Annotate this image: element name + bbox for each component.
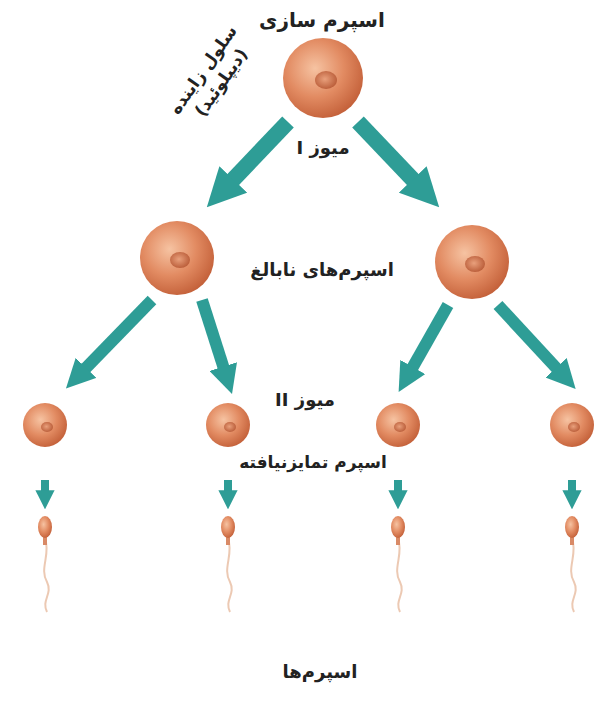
cell-nucleus [224,422,236,432]
spermatid-cell [23,403,67,447]
germ-cell [283,38,363,118]
spermatid-cell [376,403,420,447]
stage-label: اسپرم تمایزنیافته [239,451,387,473]
sperm-head [221,516,235,538]
cell-nucleus [315,71,337,89]
sperm-cell [221,516,235,612]
stage-label: میوز II [275,388,335,411]
cell-nucleus [41,422,53,432]
sperm-head [38,516,52,538]
sperm-tail [397,538,402,612]
differentiation-arrow [41,480,49,494]
division-arrow [228,122,288,185]
sperm-head [391,516,405,538]
stage-label: اسپرم‌های نابالغ [250,258,394,281]
differentiation-arrow [568,480,576,494]
sperm-tail [44,538,49,612]
stage-label: اسپرم‌ها [283,660,358,683]
sperm-tail [571,538,576,612]
spermatid-cell [206,403,250,447]
division-arrow [202,300,225,372]
sperm-head [565,516,579,538]
figure-title: اسپرم سازی [259,7,385,33]
spermatid-cell [550,403,594,447]
sperm-tail [227,538,232,612]
cell-nucleus [568,422,580,432]
cell-nucleus [394,422,406,432]
cell-nucleus [465,256,485,272]
cell-nucleus [170,252,190,268]
division-arrow [82,300,152,372]
immature-cell [140,221,214,295]
stage-label: میوز I [296,136,349,159]
division-arrow [358,122,418,185]
sperm-cell [38,516,52,612]
cell-label: سلول زاینده (دیپلوئید) [159,14,264,138]
division-arrow [498,305,560,372]
differentiation-arrow [224,480,232,494]
sperm-cell [391,516,405,612]
division-arrow [410,305,448,372]
sperm-cell [565,516,579,612]
differentiation-arrow [394,480,402,494]
immature-cell [435,225,509,299]
